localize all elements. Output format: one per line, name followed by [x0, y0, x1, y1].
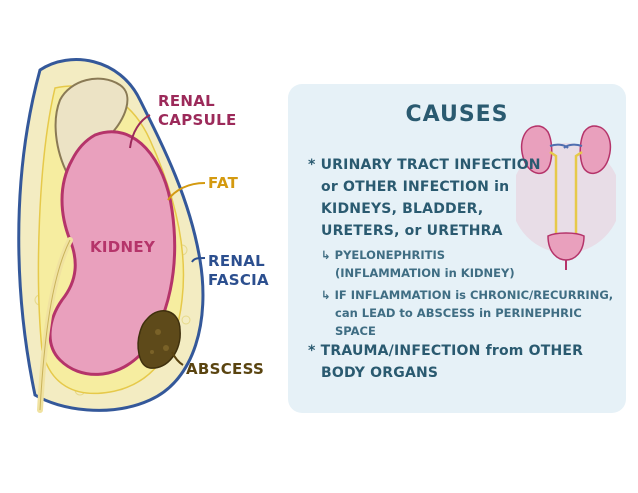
abscess-label: ABSCESS [186, 360, 265, 378]
cause-item-trauma: * TRAUMA/INFECTION from OTHER [308, 343, 584, 359]
arrow-icon: ↳ [321, 288, 331, 302]
arrow-icon: ↳ [321, 248, 331, 262]
fat-leader-line [167, 182, 206, 201]
subitem-pyelonephritis: ↳ PYELONEPHRITIS [321, 248, 446, 262]
cause-item-trauma-line2: BODY ORGANS [321, 365, 439, 381]
left-kidney-icon [520, 125, 553, 174]
abscess-leader-line [171, 351, 184, 366]
kidney-label: KIDNEY [90, 238, 156, 256]
renal-fascia-label: RENAL FASCIA [208, 252, 269, 289]
subitem-chronic-line2: can LEAD to ABSCESS in PERINEPHRIC SPACE [335, 306, 582, 338]
cause-item-uti: * URINARY TRACT INFECTION [308, 157, 541, 173]
cause-item-uti-line2: or OTHER INFECTION in [321, 179, 510, 195]
subitem-pyelonephritis-line2: (INFLAMMATION in KIDNEY) [335, 266, 515, 280]
capsule-leader-line [129, 114, 151, 149]
fat-label: FAT [208, 174, 239, 192]
causes-title: CAUSES [405, 102, 509, 127]
right-kidney-icon [579, 125, 612, 174]
bullet-marker: * [308, 157, 316, 173]
cause-item-uti-line3: KIDNEYS, BLADDER, [321, 201, 484, 217]
kidney-cross-section-illustration [17, 58, 206, 413]
fascia-leader-line [191, 257, 206, 263]
bladder-icon [547, 232, 585, 261]
cause-item-uti-line4: URETERS, or URETHRA [321, 223, 503, 239]
abscess-mass [137, 310, 181, 369]
subitem-chronic: ↳ IF INFLAMMATION is CHRONIC/RECURRING, [321, 288, 614, 302]
urinary-tract-illustration [516, 125, 616, 270]
bullet-marker: * [308, 343, 316, 359]
renal-capsule-label: RENAL CAPSULE [158, 92, 237, 129]
kidney-shape [48, 130, 177, 376]
causes-panel: CAUSES * URINARY TRACT INFECTION or OTHE… [288, 84, 626, 413]
